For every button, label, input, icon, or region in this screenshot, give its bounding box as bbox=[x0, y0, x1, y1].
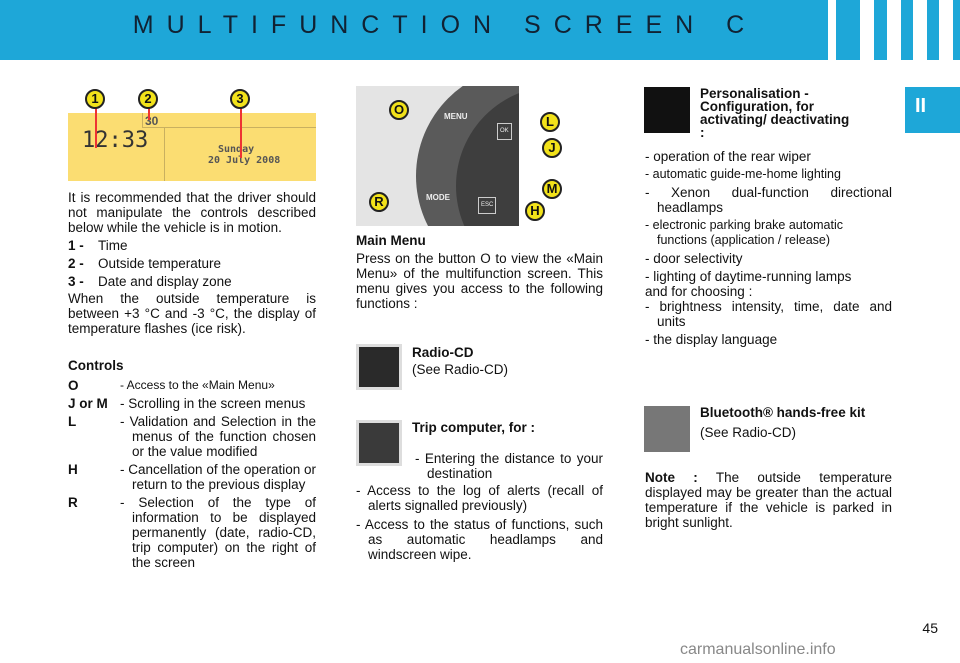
chapter-tab[interactable]: II bbox=[905, 87, 960, 133]
radio-text: (See Radio-CD) bbox=[412, 362, 509, 377]
trip-title: Trip computer, for : bbox=[412, 420, 536, 435]
personalisation-list: - operation of the rear wiper - automati… bbox=[645, 149, 892, 347]
screen-display: 30 12:33 Sunday 20 July 2008 bbox=[68, 113, 316, 181]
list-item: - brightness intensity, time, date and u… bbox=[645, 299, 892, 329]
control-key: J or M bbox=[68, 396, 108, 411]
control-key: O bbox=[68, 378, 79, 393]
main-menu-text: Press on the button O to view the «Main … bbox=[356, 251, 603, 311]
choosing-label: and for choosing : bbox=[645, 284, 753, 299]
radio-title: Radio-CD bbox=[412, 345, 474, 360]
mode-button[interactable]: MODE bbox=[426, 193, 450, 202]
note: Note : The outside temperature displayed… bbox=[645, 470, 892, 530]
control-desc: - Scrolling in the screen menus bbox=[120, 396, 306, 411]
callout-H: H bbox=[525, 201, 545, 221]
personalisation-title: Personalisation - Configuration, for act… bbox=[700, 86, 850, 140]
legend-key: 2 - bbox=[68, 256, 84, 271]
control-desc: - Access to the «Main Menu» bbox=[120, 378, 275, 392]
trip-item: - Access to the log of alerts (recall of… bbox=[356, 483, 603, 513]
controls-title: Controls bbox=[68, 358, 124, 373]
trip-item: - Entering the distance to your destinat… bbox=[415, 451, 603, 481]
decor-stripe bbox=[887, 0, 901, 60]
decor-stripe bbox=[939, 0, 953, 60]
callout-O: O bbox=[389, 100, 409, 120]
date-readout: 20 July 2008 bbox=[208, 155, 281, 166]
list-item: - Xenon dual-function directional headla… bbox=[645, 185, 892, 215]
temp-readout: 30 bbox=[145, 114, 159, 128]
list-item: - door selectivity bbox=[645, 251, 743, 266]
menu-button[interactable]: MENU bbox=[444, 112, 468, 121]
note-text: The outside temperature displayed may be… bbox=[645, 470, 892, 530]
callout-R: R bbox=[369, 192, 389, 212]
esc-button[interactable]: ESC bbox=[478, 197, 497, 214]
personalisation-icon bbox=[644, 87, 690, 133]
legend-value: Time bbox=[98, 238, 128, 253]
control-desc: - Cancellation of the operation or retur… bbox=[120, 462, 316, 492]
left-column: It is recommended that the driver should… bbox=[68, 190, 316, 570]
legend-key: 1 - bbox=[68, 238, 84, 253]
page-title: MULTIFUNCTION SCREEN C bbox=[132, 11, 758, 39]
ok-button[interactable]: OK bbox=[497, 123, 512, 140]
control-desc: - Validation and Selection in the menus … bbox=[120, 414, 316, 459]
callout-3: 3 bbox=[230, 89, 250, 109]
legend-key: 3 - bbox=[68, 274, 84, 289]
control-key: H bbox=[68, 462, 78, 477]
callout-2: 2 bbox=[138, 89, 158, 109]
bluetooth-text: (See Radio-CD) bbox=[700, 425, 797, 440]
list-item: - lighting of daytime-running lamps bbox=[645, 269, 852, 284]
legend-value: Date and display zone bbox=[98, 274, 232, 289]
temp-note: When the outside temperature is between … bbox=[68, 291, 316, 336]
control-key: R bbox=[68, 495, 78, 510]
callout-1: 1 bbox=[85, 89, 105, 109]
intro-text: It is recommended that the driver should… bbox=[68, 190, 316, 235]
legend-value: Outside temperature bbox=[98, 256, 222, 271]
main-menu-section: Main Menu Press on the button O to view … bbox=[356, 233, 603, 311]
callout-line bbox=[95, 108, 97, 148]
time-readout: 12:33 bbox=[82, 128, 149, 153]
list-item: - electronic parking brake automatic fun… bbox=[645, 218, 844, 247]
header-bar: MULTIFUNCTION SCREEN C bbox=[0, 0, 960, 60]
note-label: Note : bbox=[645, 470, 698, 485]
callout-line bbox=[240, 108, 242, 158]
bluetooth-title: Bluetooth® hands-free kit bbox=[700, 405, 866, 420]
decor-stripe bbox=[860, 0, 874, 60]
watermark: carmanualsonline.info bbox=[680, 641, 836, 658]
list-item: - automatic guide-me-home lighting bbox=[645, 167, 841, 181]
callout-M: M bbox=[542, 179, 562, 199]
decor-stripe bbox=[913, 0, 927, 60]
list-item: - the display language bbox=[645, 332, 778, 347]
callout-J: J bbox=[542, 138, 562, 158]
callout-L: L bbox=[540, 112, 560, 132]
main-menu-title: Main Menu bbox=[356, 233, 426, 248]
page-number: 45 bbox=[922, 620, 938, 636]
decor-stripe bbox=[828, 0, 836, 60]
trip-item: - Access to the status of functions, suc… bbox=[356, 517, 603, 562]
list-item: - operation of the rear wiper bbox=[645, 149, 811, 164]
radio-cd-icon bbox=[356, 344, 402, 390]
control-desc: - Selection of the type of information t… bbox=[120, 495, 316, 570]
day-readout: Sunday bbox=[218, 144, 255, 155]
trip-computer-icon bbox=[356, 420, 402, 466]
bluetooth-phone-icon bbox=[644, 406, 690, 452]
control-key: L bbox=[68, 414, 77, 429]
callout-line bbox=[148, 108, 150, 120]
